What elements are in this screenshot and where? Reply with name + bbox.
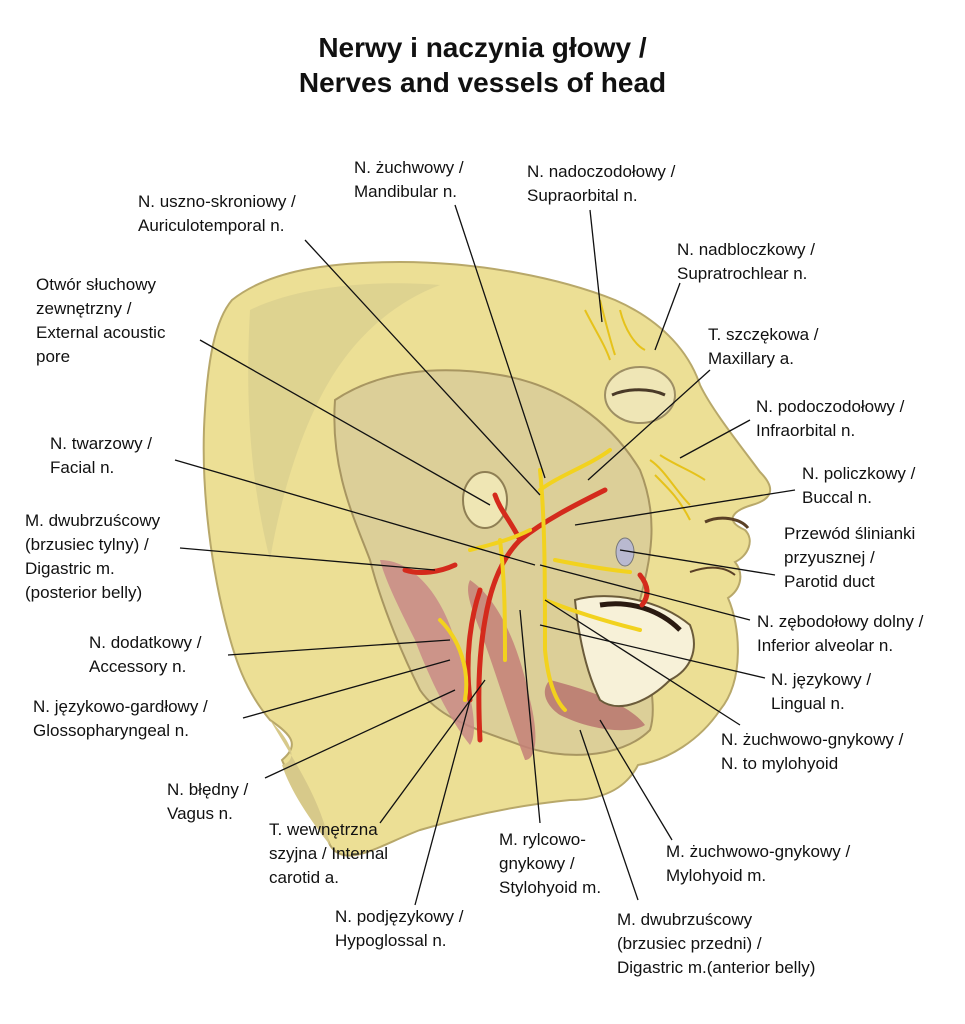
- dissection-region: [333, 369, 654, 756]
- label-stylohyoid: M. rylcowo-gnykowy /Stylohyoid m.: [499, 830, 602, 897]
- label-nerve-to-mylohyoid: N. żuchwowo-gnykowy /N. to mylohyoid: [721, 730, 904, 773]
- label-maxillary-artery: T. szczękowa /Maxillary a.: [708, 325, 819, 368]
- facial-nerve-branches: [584, 299, 706, 521]
- label-facial: N. twarzowy /Facial n.: [50, 434, 153, 477]
- label-inferior-alveolar: N. zębodołowy dolny /Inferior alveolar n…: [757, 612, 924, 655]
- label-digastric-anterior: M. dwubrzuścowy(brzusiec przedni) /Digas…: [617, 910, 816, 977]
- label-mandibular: N. żuchwowy /Mandibular n.: [354, 158, 464, 201]
- title-line-1: Nerwy i naczynia głowy /: [318, 32, 647, 63]
- ear-pore: [462, 471, 508, 529]
- diagram-title: Nerwy i naczynia głowy / Nerves and vess…: [0, 30, 965, 100]
- label-infraorbital: N. podoczodołowy /Infraorbital n.: [756, 397, 905, 440]
- label-auriculotemporal: N. uszno-skroniowy /Auriculotemporal n.: [138, 192, 296, 235]
- sternocleidomastoid-muscle: [380, 560, 475, 745]
- label-vagus: N. błędny /Vagus n.: [167, 780, 249, 823]
- label-hypoglossal: N. podjęzykowy /Hypoglossal n.: [335, 907, 464, 950]
- label-supratrochlear: N. nadbloczkowy /Supratrochlear n.: [677, 240, 815, 283]
- label-glossopharyngeal: N. językowo-gardłowy /Glossopharyngeal n…: [33, 697, 208, 740]
- label-digastric-posterior: M. dwubrzuścowy(brzusiec tylny) /Digastr…: [25, 511, 161, 602]
- label-supraorbital: N. nadoczodołowy /Supraorbital n.: [527, 162, 676, 205]
- label-lingual: N. językowy /Lingual n.: [771, 670, 872, 713]
- label-accessory: N. dodatkowy /Accessory n.: [89, 633, 202, 676]
- leader-lines: [174, 204, 796, 906]
- mylohyoid-muscle: [544, 680, 645, 731]
- label-buccal: N. policzkowy /Buccal n.: [802, 464, 916, 507]
- eye: [604, 366, 676, 424]
- label-mylohyoid-muscle: M. żuchwowo-gnykowy /Mylohyoid m.: [666, 842, 851, 885]
- nerves: [438, 448, 642, 712]
- title-line-2: Nerves and vessels of head: [298, 67, 667, 98]
